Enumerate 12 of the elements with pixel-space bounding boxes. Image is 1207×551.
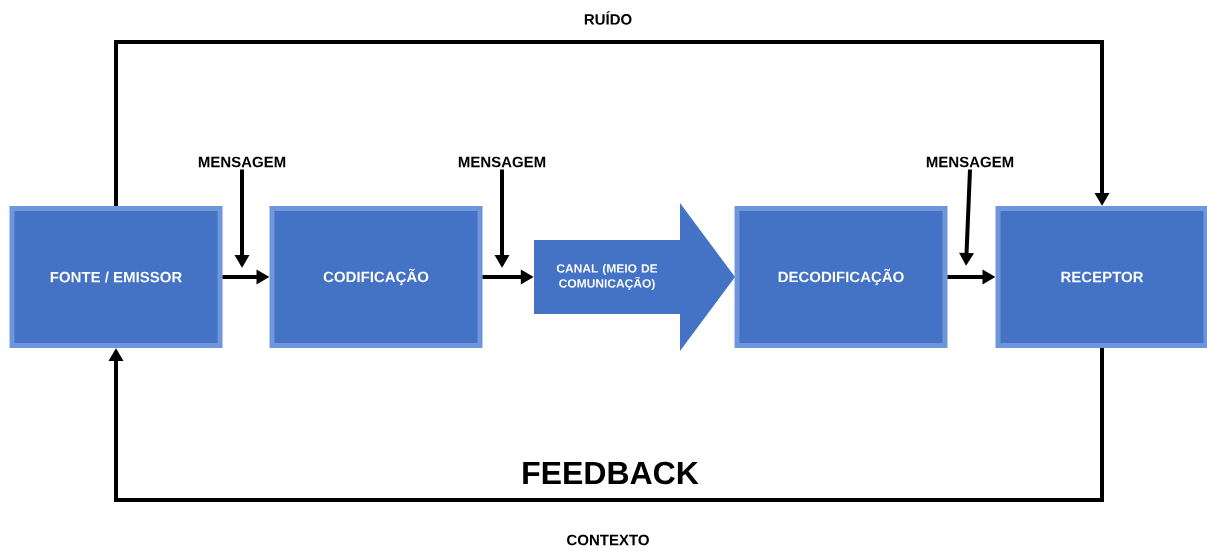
process-box: DECODIFICAÇÃO	[734, 206, 948, 348]
message-label: MENSAGEM	[198, 156, 286, 168]
process-box: FONTE / EMISSOR	[9, 206, 223, 348]
arrow	[108, 348, 1104, 502]
edge-label: RUÍDO	[584, 11, 632, 25]
edge-label: FEEDBACK	[523, 461, 699, 485]
process-box: RECEPTOR	[995, 206, 1207, 348]
caption-label: CONTEXTO	[567, 534, 649, 546]
process-box: CODIFICAÇÃO	[269, 206, 483, 348]
message-label: MENSAGEM	[926, 156, 1014, 168]
message-label: MENSAGEM	[458, 156, 546, 168]
arrow	[114, 40, 1110, 206]
